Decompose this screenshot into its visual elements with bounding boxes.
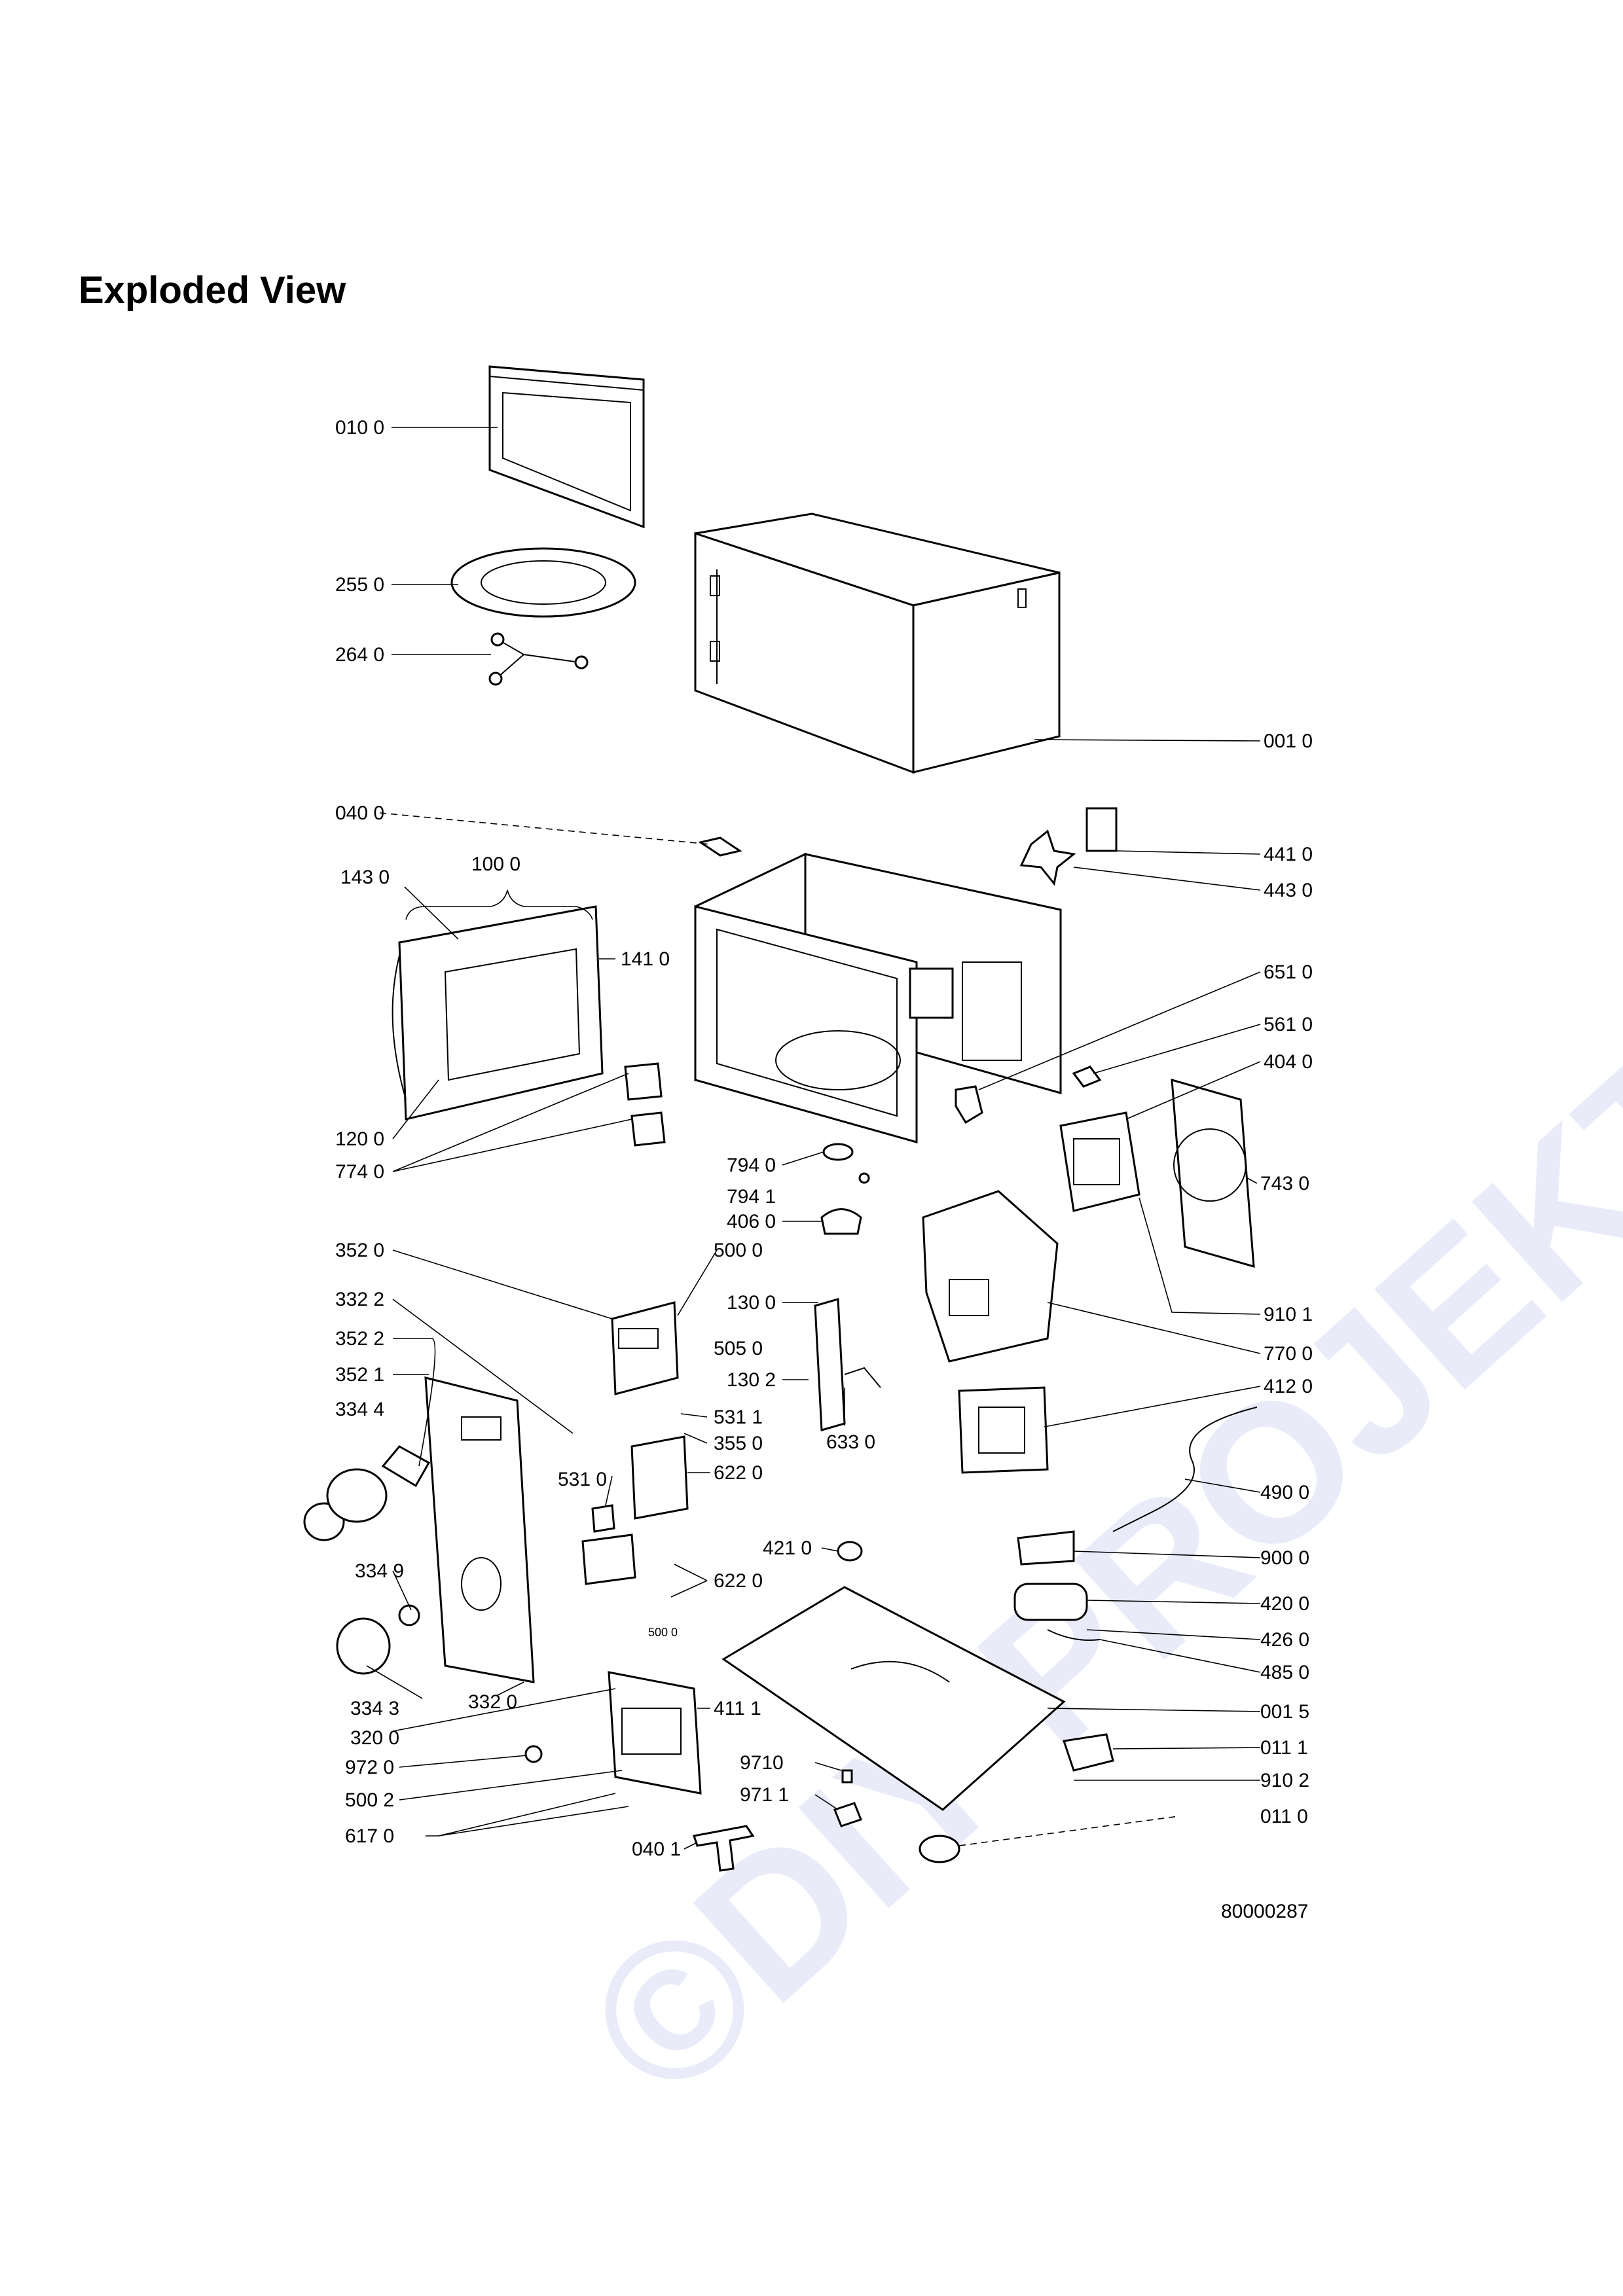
part-board-531 <box>591 1504 615 1533</box>
label-770-0: 770 0 <box>1264 1343 1313 1365</box>
label-011-1: 011 1 <box>1260 1737 1308 1759</box>
label-334-4: 334 4 <box>335 1399 384 1420</box>
part-outer-casing <box>694 512 1061 774</box>
label-001-0: 001 0 <box>1264 730 1313 752</box>
label-141-0: 141 0 <box>621 948 670 970</box>
page-title: Exploded View <box>79 269 346 312</box>
label-332-2: 332 2 <box>335 1289 384 1310</box>
label-130-0: 130 0 <box>727 1292 776 1314</box>
part-roller-ring <box>488 632 589 686</box>
label-100-0: 100 0 <box>471 853 520 875</box>
label-406-0: 406 0 <box>727 1211 776 1232</box>
label-143-0: 143 0 <box>340 867 390 888</box>
label-355-0: 355 0 <box>714 1433 763 1454</box>
label-900-0: 900 0 <box>1260 1547 1309 1569</box>
label-561-0: 561 0 <box>1264 1014 1313 1035</box>
label-320-0: 320 0 <box>350 1727 399 1749</box>
label-910-1: 910 1 <box>1264 1304 1313 1325</box>
label-411-1: 411 1 <box>714 1698 761 1719</box>
label-040-1: 040 1 <box>632 1839 681 1860</box>
part-air-guide <box>1171 1078 1255 1268</box>
label-264-0: 264 0 <box>335 644 384 666</box>
part-main-cavity <box>694 852 1062 1143</box>
label-421-0: 421 0 <box>763 1537 812 1559</box>
label-971-1: 971 1 <box>740 1784 789 1806</box>
part-control-panel <box>424 1376 535 1683</box>
label-774-0: 774 0 <box>335 1161 384 1183</box>
label-412-0: 412 0 <box>1264 1376 1313 1397</box>
label-505-0: 505 0 <box>714 1338 763 1359</box>
label-332-0: 332 0 <box>468 1691 517 1713</box>
label-500-2: 500 2 <box>345 1789 394 1811</box>
leader-lines <box>366 427 1261 1850</box>
label-910-2: 910 2 <box>1260 1770 1309 1791</box>
part-power-cord <box>1112 1407 1258 1532</box>
part-thermal-fuse <box>955 1085 983 1124</box>
part-door-assembly <box>392 905 604 1121</box>
label-001-5: 001 5 <box>1260 1701 1309 1723</box>
part-switch-assembly <box>814 1298 881 1431</box>
part-turntable-plate <box>450 547 636 618</box>
label-334-3: 334 3 <box>350 1698 399 1719</box>
label-794-0: 794 0 <box>727 1155 776 1176</box>
label-531-0: 531 0 <box>558 1469 607 1490</box>
label-010-0: 010 0 <box>335 417 384 439</box>
part-power-board <box>608 1671 702 1795</box>
label-531-1: 531 1 <box>714 1407 763 1428</box>
part-fan-motor <box>1019 807 1118 886</box>
label-485-0: 485 0 <box>1260 1662 1309 1683</box>
label-120-0: 120 0 <box>335 1128 384 1150</box>
part-clip-040 <box>698 836 742 857</box>
label-426-0: 426 0 <box>1260 1629 1309 1651</box>
label-794-1: 794 1 <box>727 1186 776 1208</box>
part-magnetron <box>1059 1111 1140 1212</box>
label-011-0: 011 0 <box>1260 1806 1308 1827</box>
part-control-board <box>611 1301 679 1395</box>
drawing-number: 80000287 <box>1221 1901 1308 1922</box>
part-feet <box>919 1733 1114 1863</box>
label-972-0: 972 0 <box>345 1757 394 1778</box>
part-t-bracket <box>693 1825 755 1872</box>
label-490-0: 490 0 <box>1260 1482 1309 1503</box>
label-334-9: 334 9 <box>355 1560 404 1582</box>
part-waveguide-covers <box>624 1062 666 1147</box>
label-443-0: 443 0 <box>1264 880 1313 901</box>
part-clip-561 <box>1072 1066 1102 1088</box>
part-clips-971 <box>833 1769 862 1827</box>
label-617-0: 617 0 <box>345 1825 394 1847</box>
part-base-plate <box>721 1586 1066 1811</box>
label-622-0-lower: 622 0 <box>714 1570 763 1592</box>
label-651-0: 651 0 <box>1264 961 1313 983</box>
part-boards-622 <box>581 1435 689 1585</box>
label-352-2: 352 2 <box>335 1328 384 1350</box>
label-352-1: 352 1 <box>335 1364 384 1386</box>
part-turntable-motor <box>820 1143 870 1235</box>
label-255-0: 255 0 <box>335 574 384 596</box>
label-352-0: 352 0 <box>335 1240 384 1261</box>
part-grommet <box>524 1745 543 1763</box>
part-knobs <box>303 1445 431 1541</box>
part-transformer <box>958 1386 1049 1474</box>
part-door-panel <box>488 365 645 529</box>
part-knob-334 <box>336 1604 420 1675</box>
label-130-2: 130 2 <box>727 1369 776 1391</box>
label-622-0-upper: 622 0 <box>714 1462 763 1484</box>
part-capacitor <box>1013 1530 1101 1641</box>
part-labels: 010 0 255 0 264 0 001 0 040 0 441 0 443 … <box>335 417 1313 1860</box>
label-420-0: 420 0 <box>1260 1593 1309 1615</box>
label-441-0: 441 0 <box>1264 844 1313 865</box>
inline-mark-500: 500 0 <box>648 1626 678 1639</box>
label-404-0: 404 0 <box>1264 1051 1313 1073</box>
part-bracket-770 <box>922 1190 1059 1363</box>
label-743-0: 743 0 <box>1260 1173 1309 1194</box>
part-diode <box>837 1541 863 1562</box>
label-9710: 9710 <box>740 1752 784 1774</box>
label-500-0: 500 0 <box>714 1240 763 1261</box>
label-633-0: 633 0 <box>826 1431 875 1453</box>
label-040-0: 040 0 <box>335 802 384 824</box>
